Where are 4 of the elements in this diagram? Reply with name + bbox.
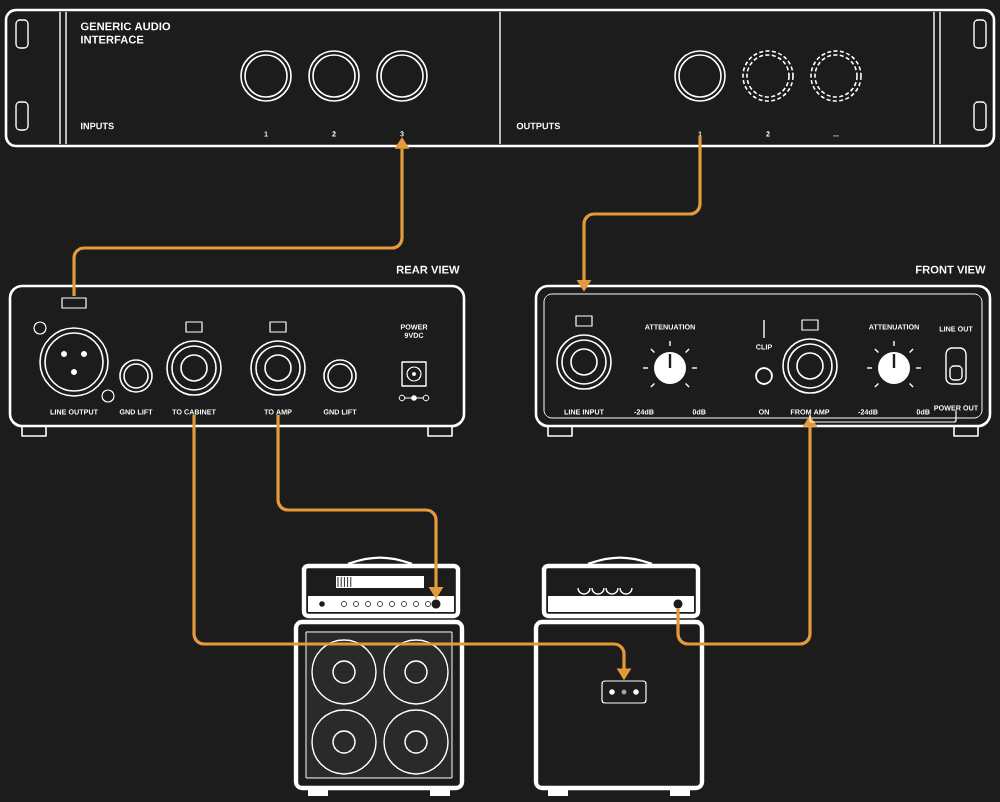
jack-socket [431, 599, 441, 609]
jack-socket [673, 599, 683, 609]
jack-plate [601, 680, 647, 704]
bracket-line [809, 410, 957, 423]
